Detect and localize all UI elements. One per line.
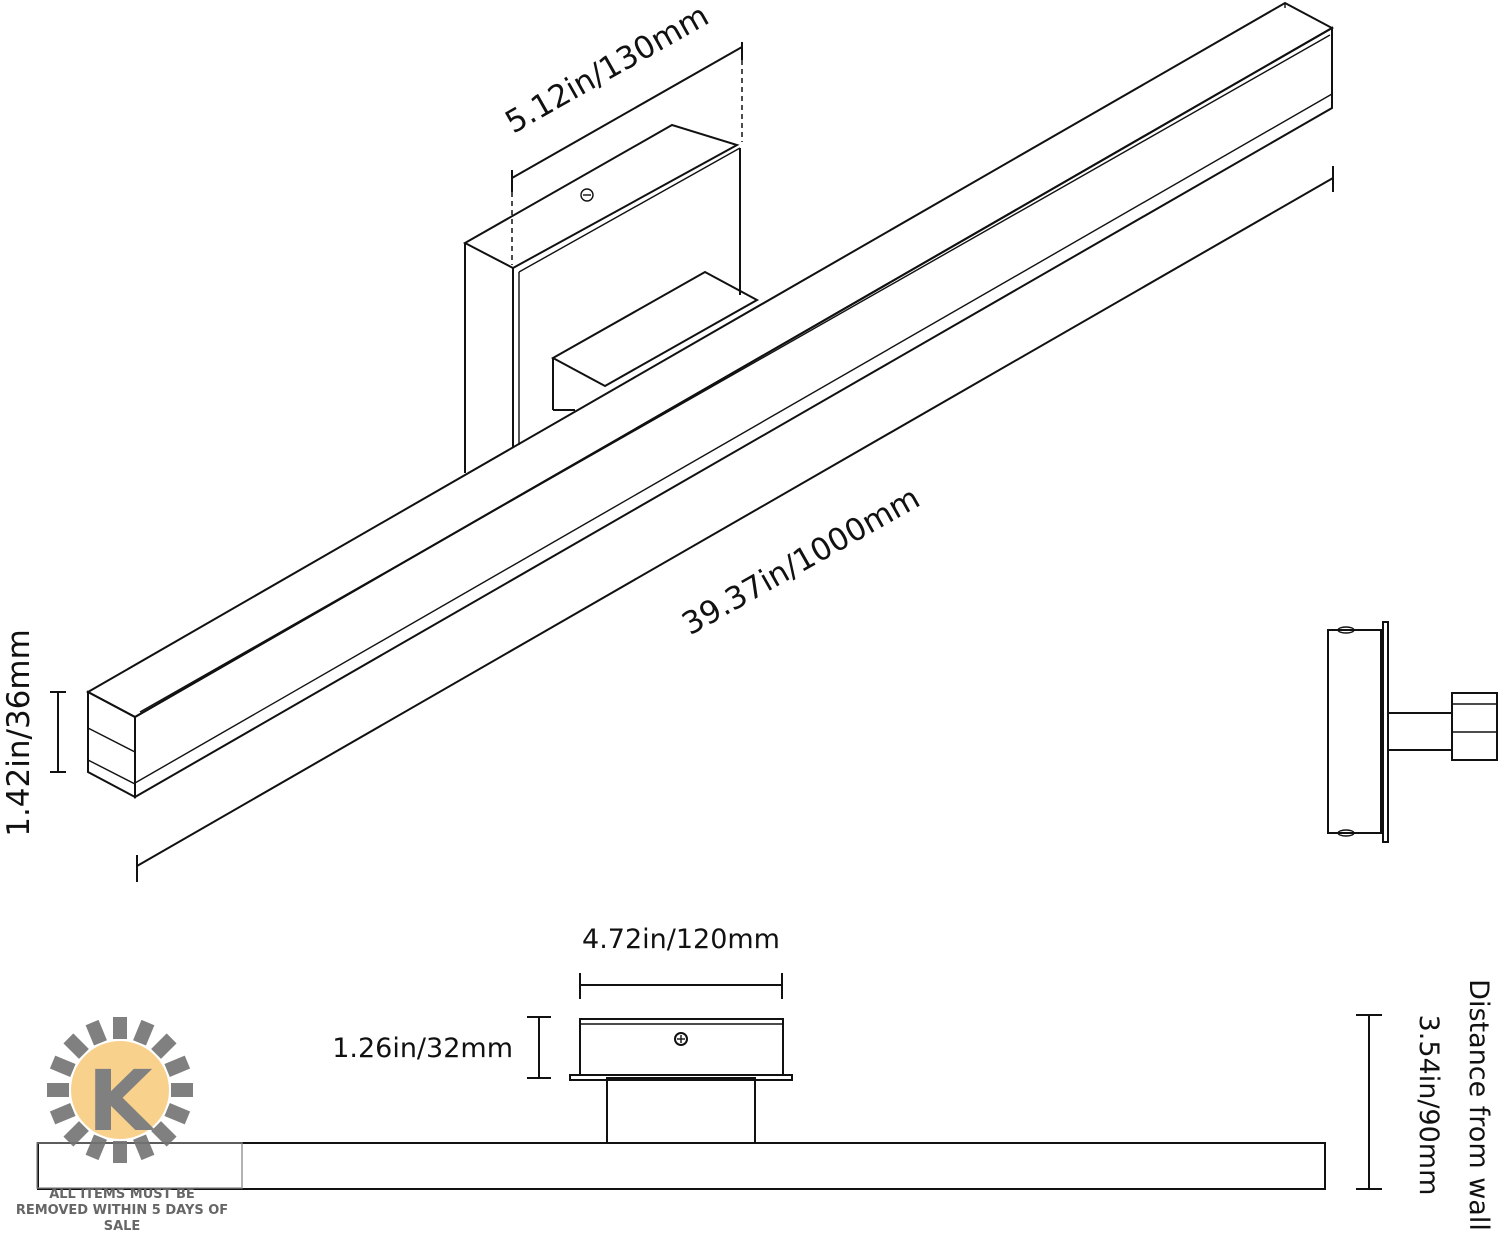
box-width-label: 4.72in/120mm <box>582 924 780 955</box>
watermark-notice-line2: REMOVED WITHIN 5 DAYS OF <box>16 1203 228 1218</box>
bar-height-label: 1.42in/36mm <box>1 629 37 837</box>
watermark-logo: K <box>36 1017 243 1189</box>
wall-plate-iso <box>462 123 741 473</box>
top-view <box>37 1018 1326 1190</box>
box-depth-label: 1.26in/32mm <box>332 1033 513 1064</box>
dimension-wall-distance <box>1356 1014 1382 1190</box>
length-label: 39.37in/1000mm <box>676 480 926 643</box>
logo-letter: K <box>87 1052 155 1150</box>
dimension-bar-height <box>50 691 66 773</box>
dimension-box-width <box>579 973 783 999</box>
dimension-box-depth <box>527 1016 551 1079</box>
light-bar-iso <box>85 1 1335 799</box>
wall-distance-label: Distance from wall <box>1463 979 1494 1231</box>
plate-width-label: 5.12in/130mm <box>499 0 715 141</box>
dimension-length <box>136 166 1334 882</box>
dimension-plate-width <box>511 42 743 265</box>
arm-iso <box>550 270 760 411</box>
wall-distance-value: 3.54in/90mm <box>1413 1015 1444 1196</box>
side-view <box>1327 621 1498 843</box>
watermark-notice-line1: ALL ITEMS MUST BE <box>49 1187 195 1202</box>
watermark-notice-line3: SALE <box>104 1219 141 1233</box>
